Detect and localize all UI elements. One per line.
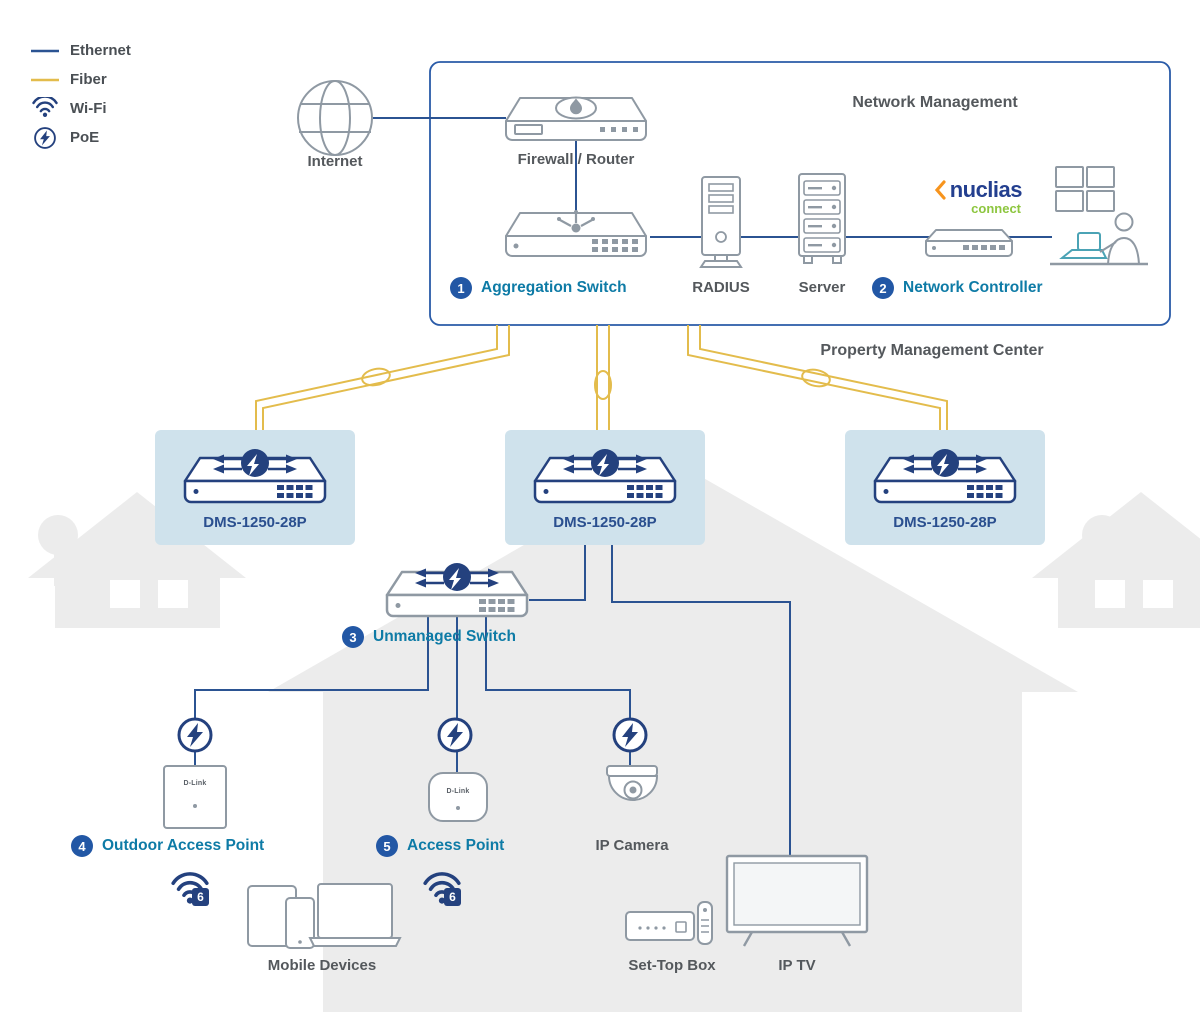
fiber-loop-icon bbox=[594, 370, 612, 400]
poe-switch-icon-right bbox=[873, 447, 1017, 504]
ethernet-line-swatch bbox=[31, 49, 59, 52]
legend-label: Wi-Fi bbox=[70, 100, 107, 117]
operator-workstation-icon bbox=[1050, 166, 1148, 266]
ip-camera-icon bbox=[606, 765, 659, 801]
firewall-router-icon bbox=[505, 96, 647, 141]
ip-tv-label: IP TV bbox=[778, 957, 816, 974]
ip-tv-icon bbox=[725, 854, 869, 947]
phone-icon bbox=[285, 897, 315, 949]
poe-icon bbox=[34, 126, 56, 149]
hub-icon bbox=[557, 210, 595, 233]
fiber-loop-icon bbox=[361, 367, 391, 387]
internet-label: Internet bbox=[307, 153, 363, 170]
outdoor-ap-label: Outdoor Access Point bbox=[102, 837, 265, 854]
ceiling-ap-icon bbox=[428, 772, 488, 822]
outdoor-ap-label-row: 4 Outdoor Access Point bbox=[71, 835, 264, 857]
remote-icon bbox=[697, 901, 713, 945]
legend-label: PoE bbox=[70, 129, 100, 146]
step-badge-4: 4 bbox=[71, 835, 93, 857]
set-top-box-label: Set-Top Box bbox=[628, 957, 716, 974]
mobile-devices-label: Mobile Devices bbox=[267, 957, 377, 974]
step-badge-5: 5 bbox=[376, 835, 398, 857]
fiber-line-swatch bbox=[31, 78, 59, 81]
poe-switch-icon-center bbox=[533, 447, 677, 504]
access-point-label: Access Point bbox=[407, 837, 505, 854]
poe-switch-icon-left bbox=[183, 447, 327, 504]
flame-icon bbox=[570, 98, 582, 115]
poe-switch-model-left: DMS-1250-28P bbox=[203, 514, 307, 531]
laptop-base-icon bbox=[308, 937, 402, 947]
legend-item-fiber: Fiber bbox=[28, 65, 131, 94]
legend: Ethernet Fiber Wi-Fi PoE bbox=[28, 36, 131, 152]
aggregation-switch-icon bbox=[505, 210, 647, 257]
property-management-label: Property Management Center bbox=[820, 342, 1044, 359]
legend-label: Fiber bbox=[70, 71, 107, 88]
nuclias-brand: nuclias bbox=[949, 177, 1023, 202]
poe-icon bbox=[612, 717, 648, 753]
nuclias-sub-brand: connect bbox=[971, 201, 1021, 216]
mobile-devices-icon bbox=[247, 883, 402, 949]
aggregation-switch-label: Aggregation Switch bbox=[481, 279, 627, 296]
unmanaged-switch-label-row: 3 Unmanaged Switch bbox=[342, 626, 516, 648]
step-badge-1: 1 bbox=[450, 277, 472, 299]
poe-icon bbox=[437, 717, 473, 753]
network-controller-label: Network Controller bbox=[903, 279, 1043, 296]
network-controller-icon bbox=[925, 229, 1013, 257]
aggregation-switch-label-row: 1 Aggregation Switch bbox=[450, 277, 627, 299]
access-point-brand-mark: D-Link bbox=[446, 788, 470, 795]
outdoor-ap-brand-mark: D-Link bbox=[183, 780, 207, 787]
outdoor-ap-icon bbox=[163, 765, 227, 829]
network-management-title: Network Management bbox=[852, 94, 1018, 111]
unmanaged-switch-label: Unmanaged Switch bbox=[373, 628, 516, 645]
set-top-box-icon bbox=[625, 901, 713, 945]
ip-camera-label: IP Camera bbox=[595, 837, 669, 854]
radius-server-icon bbox=[699, 176, 743, 268]
poe-switch-model-center: DMS-1250-28P bbox=[553, 514, 657, 531]
legend-item-ethernet: Ethernet bbox=[28, 36, 131, 65]
step-badge-2: 2 bbox=[872, 277, 894, 299]
server-rack-icon bbox=[798, 173, 846, 264]
wifi-icon bbox=[32, 96, 58, 118]
unmanaged-switch-icon bbox=[385, 561, 529, 618]
nuclias-logo: nuclias connect bbox=[918, 177, 1023, 216]
access-point-label-row: 5 Access Point bbox=[376, 835, 504, 857]
wifi6-badge: 6 bbox=[192, 888, 209, 906]
poe-switch-model-right: DMS-1250-28P bbox=[893, 514, 997, 531]
server-label: Server bbox=[798, 279, 846, 296]
house-silhouette-right bbox=[1032, 492, 1200, 628]
poe-icon bbox=[177, 717, 213, 753]
step-badge-3: 3 bbox=[342, 626, 364, 648]
fiber-lines bbox=[255, 325, 948, 433]
legend-item-wifi: Wi-Fi bbox=[28, 94, 131, 123]
nuclias-chevron-icon bbox=[934, 180, 946, 200]
legend-item-poe: PoE bbox=[28, 123, 131, 152]
laptop-screen-icon bbox=[317, 883, 393, 939]
fiber-loop-icon bbox=[801, 368, 831, 388]
internet-globe-icon bbox=[297, 80, 373, 156]
radius-label: RADIUS bbox=[692, 279, 750, 296]
wifi6-badge: 6 bbox=[444, 888, 461, 906]
network-controller-label-row: 2 Network Controller bbox=[872, 277, 1043, 299]
firewall-label: Firewall / Router bbox=[517, 151, 635, 168]
legend-label: Ethernet bbox=[70, 42, 131, 59]
house-silhouette-left bbox=[28, 492, 246, 628]
